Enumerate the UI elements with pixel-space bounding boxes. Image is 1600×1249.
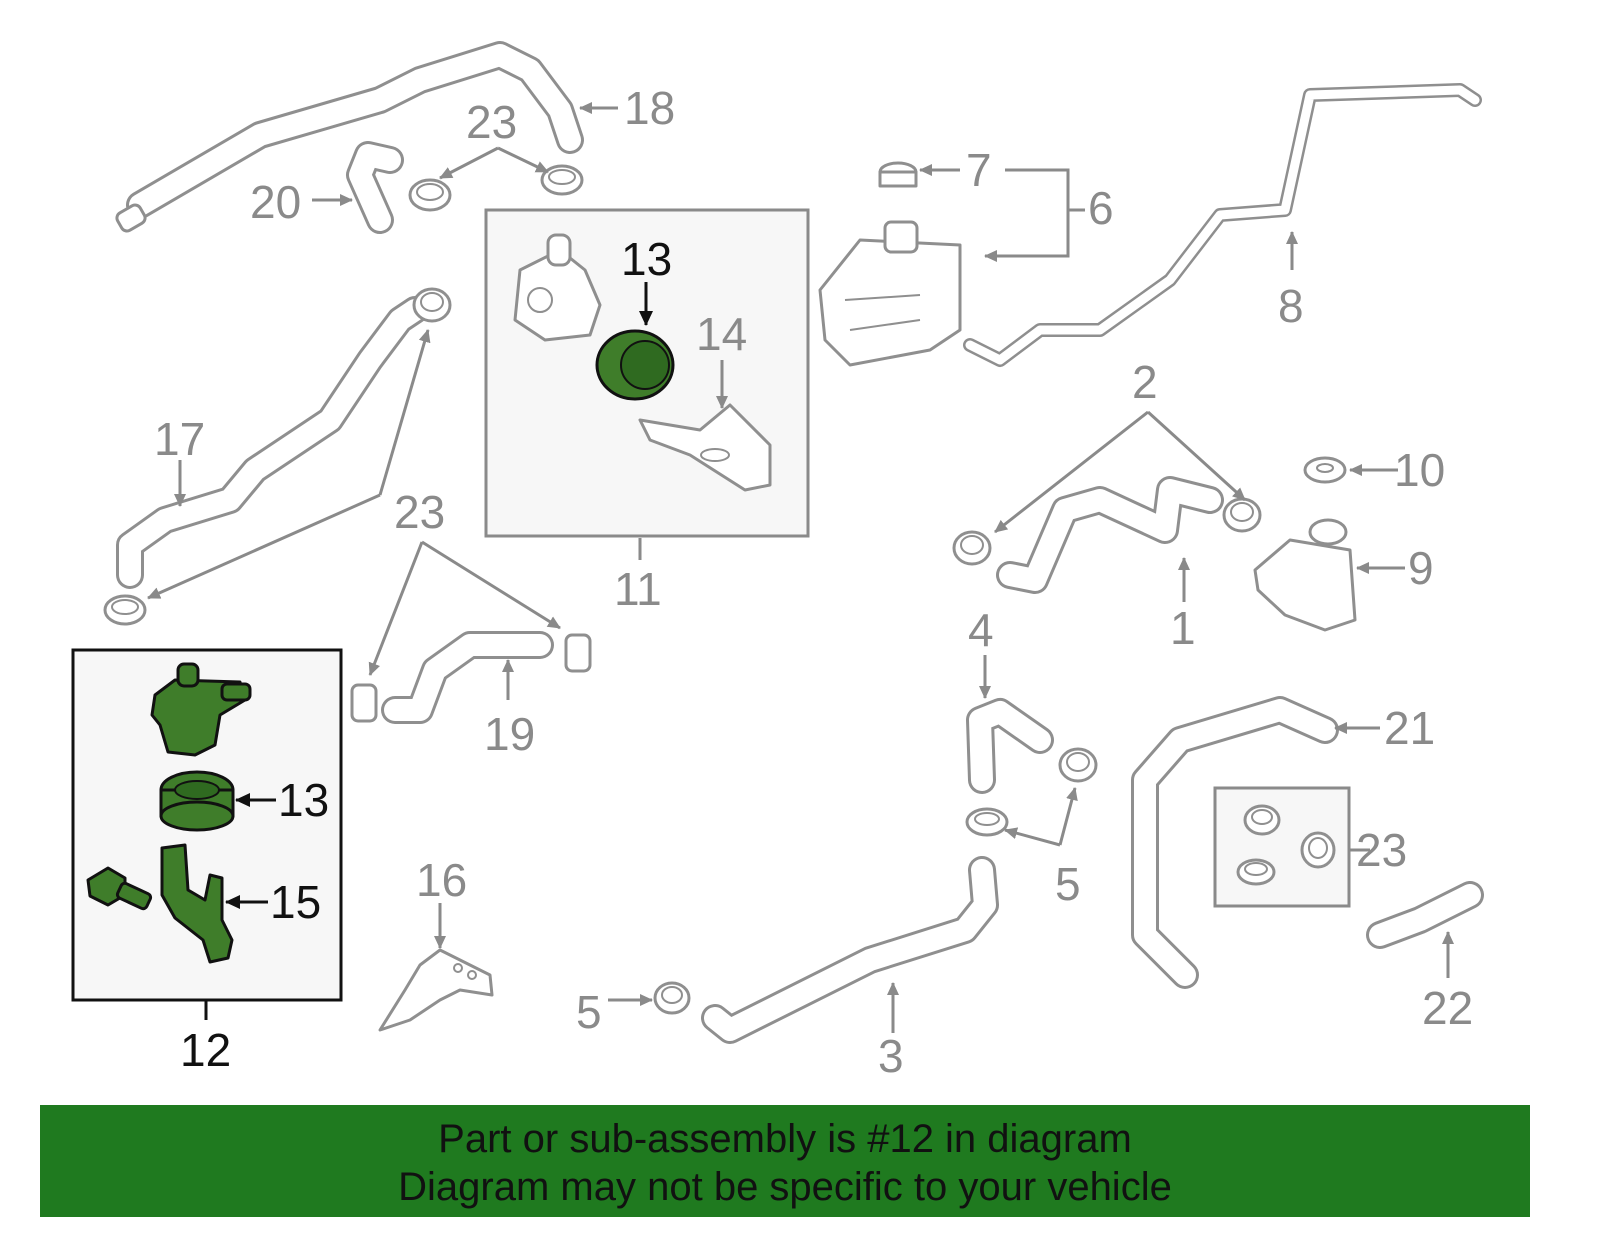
callout-23-middle: 23 — [394, 486, 445, 538]
parts-diagram: 18 23 20 13 14 11 7 6 8 2 10 9 1 17 23 1… — [71, 41, 1484, 1082]
callout-10: 10 — [1394, 444, 1445, 496]
callout-3: 3 — [878, 1030, 904, 1082]
clamp-19-left[interactable] — [350, 683, 378, 723]
callout-14: 14 — [696, 308, 747, 360]
seal-13-top[interactable] — [595, 329, 675, 401]
hose-3[interactable] — [701, 856, 999, 1044]
callout-5-lower: 5 — [576, 986, 602, 1038]
info-banner: Part or sub-assembly is #12 in diagram D… — [40, 1105, 1530, 1217]
clamp-23-box-c[interactable] — [1236, 858, 1276, 886]
valve-9[interactable] — [1253, 518, 1357, 632]
clamp-23-top-left[interactable] — [408, 178, 452, 212]
callout-21: 21 — [1384, 702, 1435, 754]
callout-2: 2 — [1132, 356, 1158, 408]
hose-8[interactable] — [963, 83, 1482, 367]
clamp-23-box-b[interactable] — [1300, 831, 1336, 869]
callout-20: 20 — [250, 176, 301, 228]
reservoir-6[interactable] — [818, 220, 962, 367]
callout-5-right: 5 — [1055, 858, 1081, 910]
cap-7[interactable] — [878, 161, 918, 188]
clamp-19-right[interactable] — [564, 633, 592, 673]
banner-line-1: Part or sub-assembly is #12 in diagram — [438, 1117, 1132, 1161]
clamp-23-box-a[interactable] — [1243, 804, 1281, 836]
callout-6: 6 — [1088, 182, 1114, 234]
clamp-17-bottom[interactable] — [103, 594, 147, 626]
callout-23-top: 23 — [466, 96, 517, 148]
callout-22: 22 — [1422, 982, 1473, 1034]
clamp-2-left[interactable] — [952, 530, 992, 566]
callout-9: 9 — [1408, 542, 1434, 594]
callout-13-top: 13 — [621, 233, 672, 285]
callout-19: 19 — [484, 708, 535, 760]
clamp-5-right[interactable] — [1058, 747, 1098, 783]
callout-12: 12 — [180, 1024, 231, 1076]
callout-11: 11 — [614, 563, 662, 615]
callout-18: 18 — [624, 82, 675, 134]
hose-18[interactable] — [115, 41, 584, 233]
bracket-15[interactable] — [160, 843, 234, 964]
hose-1[interactable] — [996, 476, 1224, 594]
hose-4[interactable] — [966, 698, 1054, 794]
callout-15: 15 — [270, 876, 321, 928]
cap-10[interactable] — [1303, 456, 1347, 484]
callout-23-box: 23 — [1356, 824, 1407, 876]
hose-19[interactable] — [381, 631, 554, 724]
callout-7: 7 — [966, 144, 992, 196]
pump-12[interactable] — [150, 662, 252, 757]
callout-labels: 18 23 20 13 14 11 7 6 8 2 10 9 1 17 23 1… — [154, 82, 1473, 1082]
clamp-17-top[interactable] — [412, 287, 452, 323]
hose-20[interactable] — [346, 141, 404, 234]
bracket-14[interactable] — [638, 403, 772, 492]
callout-13-box: 13 — [278, 774, 329, 826]
hose-17[interactable] — [116, 296, 429, 589]
pump-11[interactable] — [513, 233, 602, 342]
callout-17: 17 — [154, 413, 205, 465]
clamp-2-right[interactable] — [1222, 497, 1262, 533]
clamp-23-top-right[interactable] — [540, 164, 584, 196]
hose-21[interactable] — [1131, 696, 1339, 989]
callout-16: 16 — [416, 854, 467, 906]
seal-13-box[interactable] — [159, 770, 235, 832]
bolt-12[interactable] — [86, 866, 153, 911]
leader-lines — [147, 102, 1454, 1033]
clamp-5-middle[interactable] — [965, 807, 1009, 837]
callout-1: 1 — [1170, 602, 1196, 654]
clamp-5-lower[interactable] — [653, 981, 691, 1015]
bracket-16[interactable] — [378, 948, 494, 1032]
callout-4: 4 — [968, 604, 994, 656]
banner-line-2: Diagram may not be specific to your vehi… — [398, 1165, 1172, 1209]
callout-8: 8 — [1278, 280, 1304, 332]
hose-22[interactable] — [1366, 881, 1484, 949]
